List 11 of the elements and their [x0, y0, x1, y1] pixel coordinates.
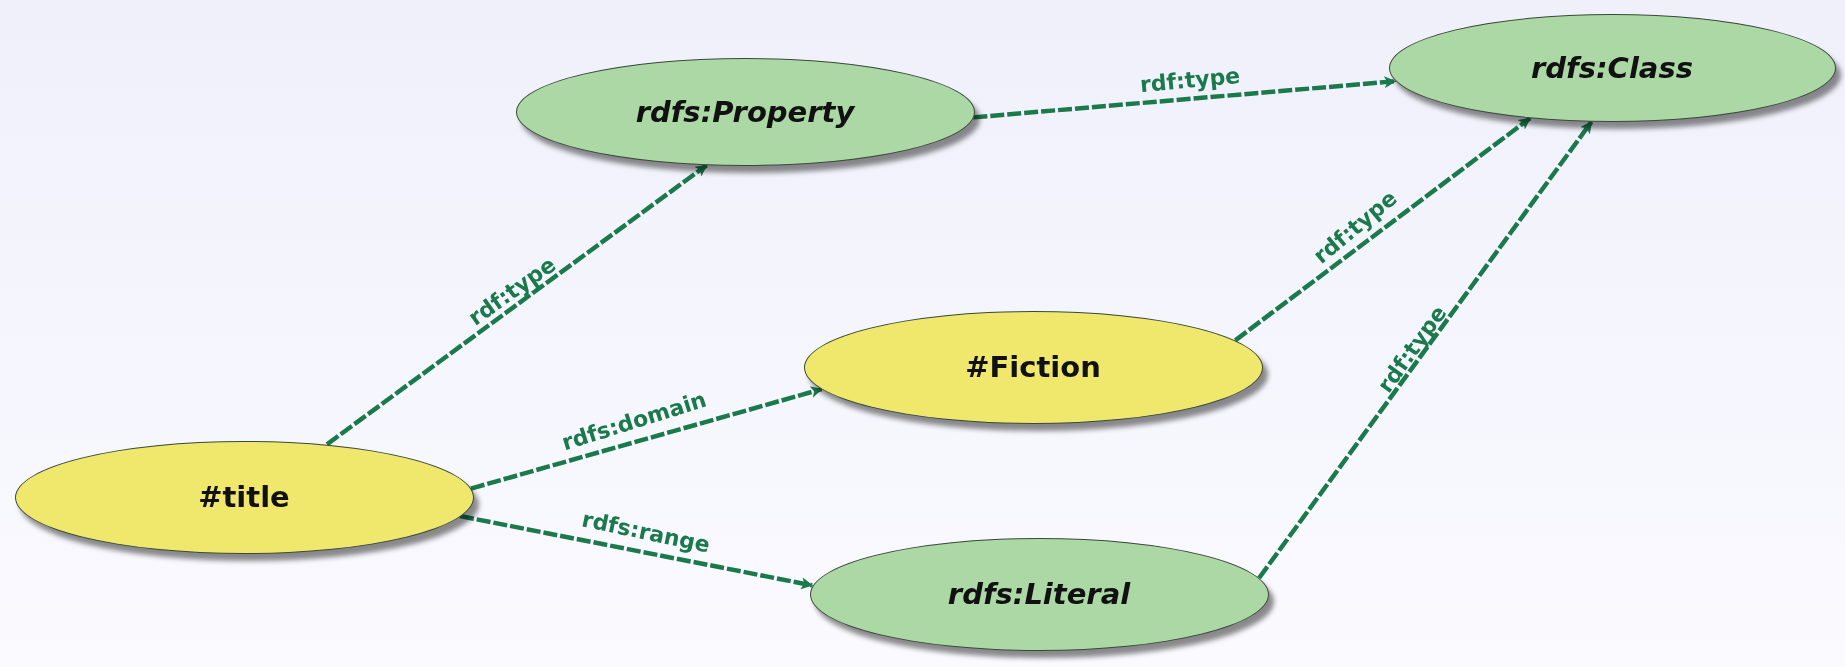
arrow [1257, 120, 1594, 580]
arrow [973, 76, 1397, 120]
node-label: rdfs:Literal [947, 577, 1131, 611]
edge-label: rdf:type [1138, 62, 1241, 98]
node-label: rdfs:Property [635, 95, 855, 129]
arrow [1233, 116, 1532, 343]
arrow [459, 513, 814, 590]
node-label: rdfs:Class [1531, 51, 1693, 85]
node-label: #Fiction [965, 350, 1101, 384]
node-label: #title [198, 480, 290, 514]
arrow [470, 386, 823, 491]
